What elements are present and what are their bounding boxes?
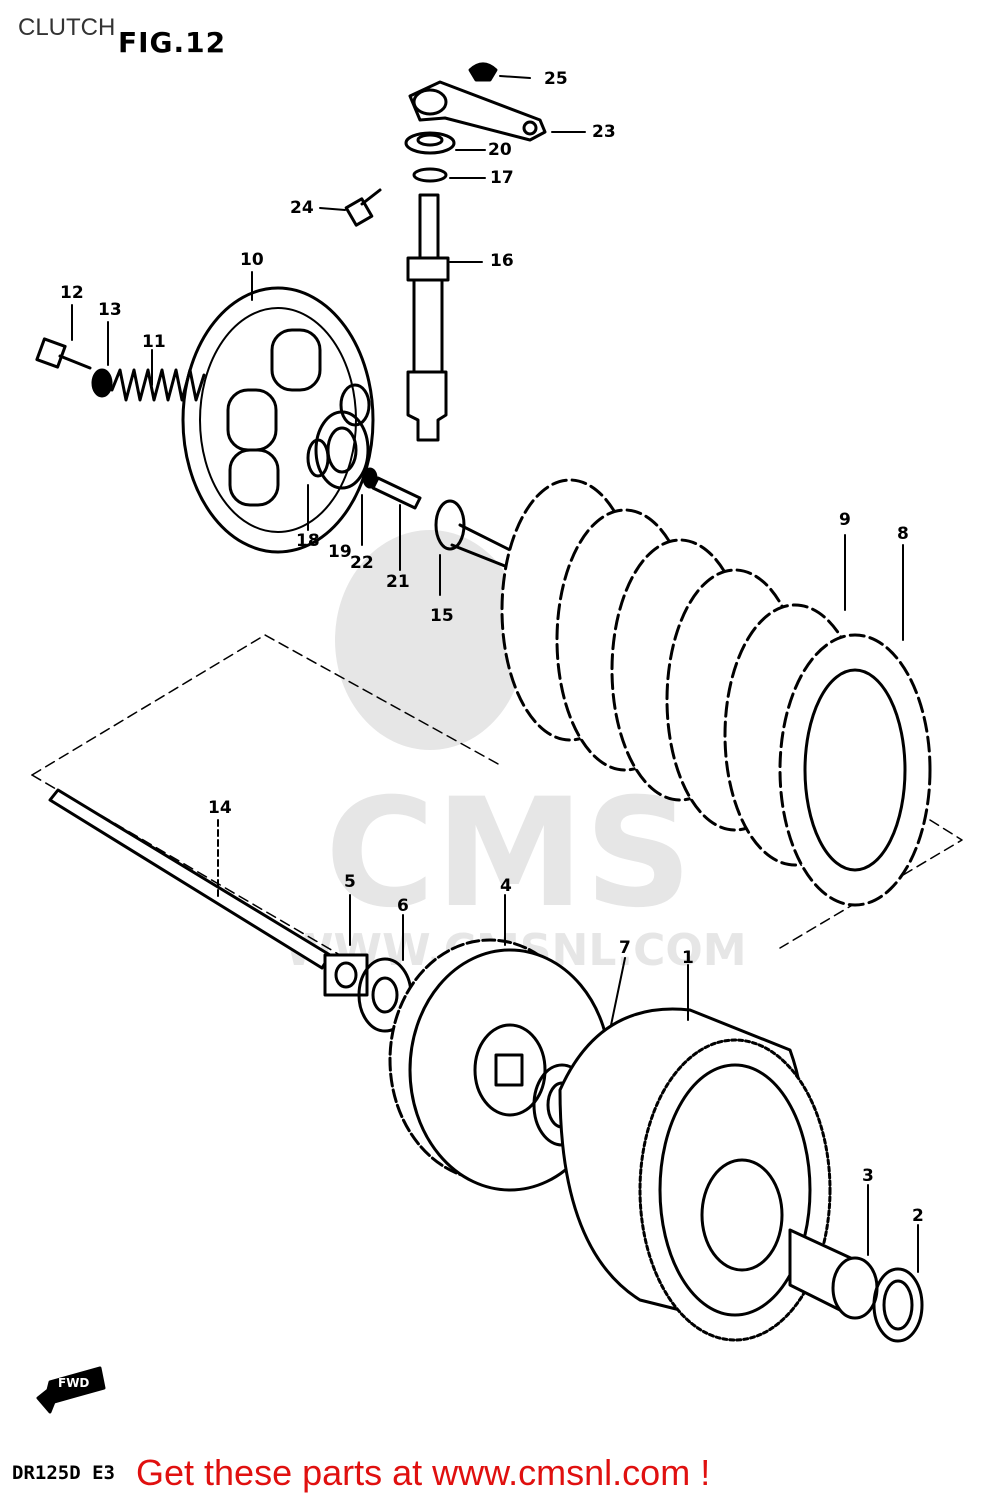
part-16-release-camshaft	[406, 193, 483, 442]
callout-4: 4	[500, 876, 512, 896]
callout-12: 12	[60, 283, 84, 303]
fwd-badge-label: FWD	[58, 1376, 90, 1390]
callout-11: 11	[142, 332, 166, 352]
part-13-washer	[91, 321, 113, 398]
model-code: DR125D E3	[12, 1462, 115, 1484]
callout-25: 25	[544, 69, 568, 89]
part-18-washer	[306, 438, 330, 531]
callout-13: 13	[98, 300, 122, 320]
part-11-spring	[110, 349, 206, 402]
part-21-pushrod	[371, 476, 422, 571]
callout-1: 1	[682, 948, 694, 968]
assembly-guide-lines	[31, 634, 963, 956]
callout-9: 9	[839, 510, 851, 530]
part-3-spacer	[788, 1184, 879, 1320]
part-24-bolt	[319, 188, 382, 227]
part-10-pressure-plate	[181, 271, 375, 554]
callout-6: 6	[397, 896, 409, 916]
callout-17: 17	[490, 168, 514, 188]
callout-20: 20	[488, 140, 512, 160]
buy-parts-link[interactable]: Get these parts at www.cmsnl.com !	[136, 1452, 711, 1493]
part-1-clutch-housing	[558, 964, 832, 1342]
part-17-oil-seal	[412, 167, 486, 183]
callout-16: 16	[490, 251, 514, 271]
callout-10: 10	[240, 250, 264, 270]
part-19-bearing	[314, 410, 370, 490]
clutch-plate-stack	[500, 478, 932, 907]
callout-18: 18	[296, 531, 320, 551]
part-12-bolt	[35, 304, 92, 370]
callout-19: 19	[328, 542, 352, 562]
callout-15: 15	[430, 606, 454, 626]
callout-24: 24	[290, 198, 314, 218]
callout-5: 5	[344, 872, 356, 892]
part-22-ball	[361, 467, 378, 546]
part-20-washer	[404, 131, 486, 155]
figure-number: FIG.12	[118, 26, 227, 59]
callout-22: 22	[350, 553, 374, 573]
part-23-release-lever	[408, 80, 586, 142]
callout-7: 7	[619, 938, 631, 958]
callout-21: 21	[386, 572, 410, 592]
callout-3: 3	[862, 1166, 874, 1186]
callout-14: 14	[208, 798, 232, 818]
part-14-clutch-rod	[48, 788, 332, 970]
section-title: CLUTCH	[18, 14, 116, 41]
forward-direction-arrow-icon	[36, 1366, 106, 1414]
part-25-screw	[468, 62, 531, 82]
part-2-thrust-washer	[872, 1224, 924, 1343]
callout-8: 8	[897, 524, 909, 544]
callout-2: 2	[912, 1206, 924, 1226]
svg-text:CMS: CMS	[325, 767, 692, 941]
callout-23: 23	[592, 122, 616, 142]
